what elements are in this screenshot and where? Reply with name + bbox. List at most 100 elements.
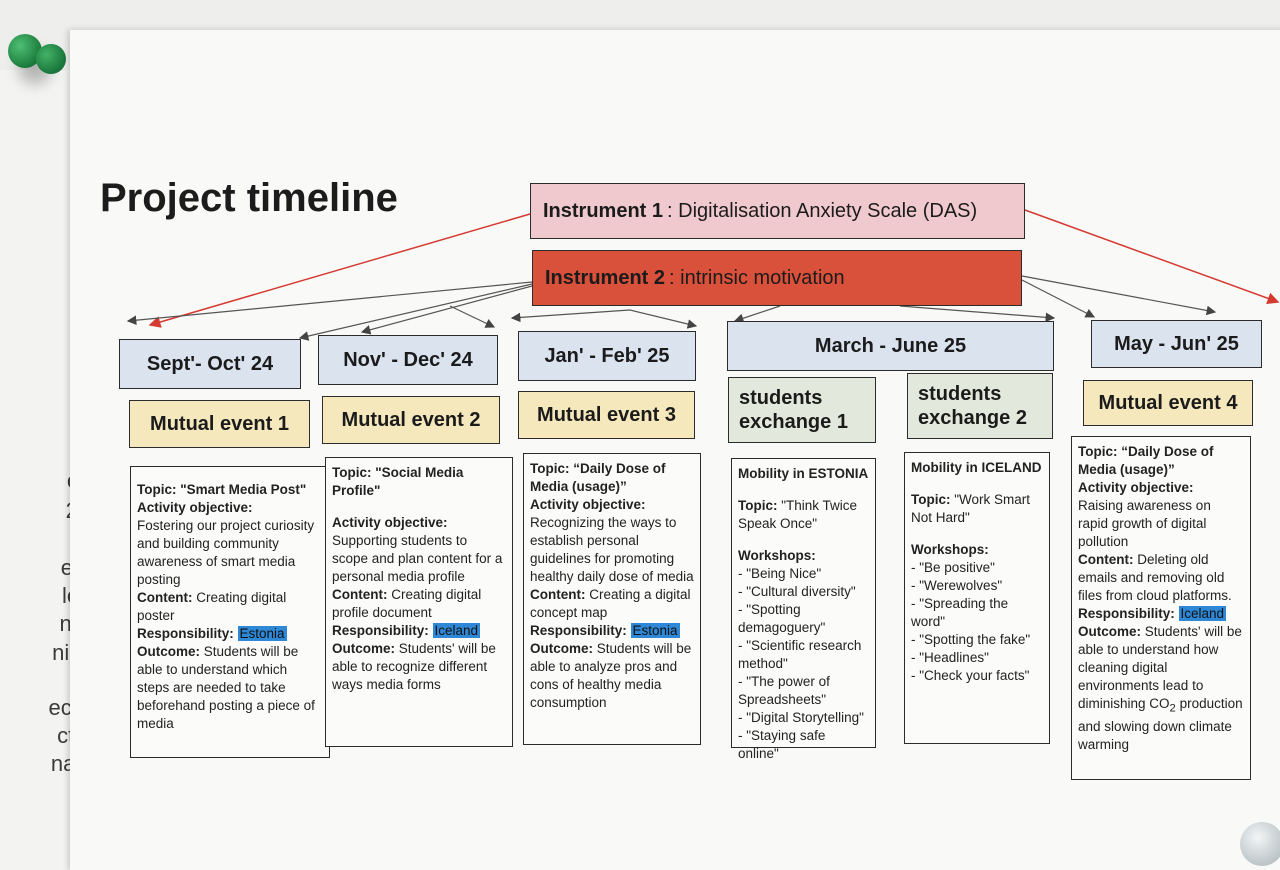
responsibility-label: Responsibility: <box>332 623 433 638</box>
objective-label: Activity objective: <box>1078 480 1194 495</box>
outcome-label: Outcome: <box>332 641 399 656</box>
instrument-label: Instrument 2 <box>545 266 666 289</box>
event-1-details-card: Topic: "Smart Media Post" Activity objec… <box>130 466 330 758</box>
content-text: Creating digital profile document <box>332 587 482 620</box>
workshop-item: - "The power of Spreadsheets" <box>738 674 830 707</box>
outcome-label: Outcome: <box>137 644 204 659</box>
workshop-item: - "Digital Storytelling" <box>738 710 864 725</box>
objective-text: Fostering our project curiosity and buil… <box>137 518 315 587</box>
workshop-item: - "Headlines" <box>911 650 989 665</box>
instrument-2-box: Instrument 2: intrinsic motivation <box>532 250 1022 306</box>
event-4-details-card: Topic: “Daily Dose of Media (usage)” Act… <box>1071 436 1251 780</box>
students-exchange-1: students exchange 1 <box>728 377 876 443</box>
instrument-description: : intrinsic motivation <box>669 266 845 289</box>
topic-text: "Think Twice Speak Once" <box>738 498 858 531</box>
content-text: Creating a digital concept map <box>530 587 691 620</box>
topic-label: Topic: <box>137 482 181 497</box>
workshops-label: Workshops: <box>738 548 816 563</box>
objective-text: Recognizing the ways to establish person… <box>530 515 694 584</box>
instrument1-arrow-right <box>1024 209 1280 305</box>
content-label: Content: <box>332 587 392 602</box>
workshop-item: - "Being Nice" <box>738 566 822 581</box>
instrument2-arrow <box>449 305 496 328</box>
topic-text: “Daily Dose of Media (usage)” <box>1078 444 1214 477</box>
workshop-item: - "Spotting demagoguery" <box>738 602 826 635</box>
outcome-text: Students will be able to analyze pros an… <box>530 641 692 710</box>
workshop-item: - "Spreading the word" <box>911 596 1009 629</box>
exchange-1-details-card: Mobility in ESTONIA Topic: "Think Twice … <box>731 458 876 761</box>
mutual-event-3: Mutual event 3 <box>518 391 695 439</box>
content-label: Content: <box>1078 552 1138 567</box>
mobility-title: Mobility in ICELAND <box>911 460 1042 475</box>
responsibility-country: Iceland <box>1178 606 1227 621</box>
workshops-label: Workshops: <box>911 542 989 557</box>
outcome-subscript: 2 <box>1169 702 1176 715</box>
period-may-jun: May - Jun' 25 <box>1091 320 1262 368</box>
topic-label: Topic: <box>530 461 574 476</box>
workshop-item: - "Werewolves" <box>911 578 1003 593</box>
responsibility-label: Responsibility: <box>530 623 631 638</box>
responsibility-country: Estonia <box>237 626 287 641</box>
workshop-item: - "Spotting the fake" <box>911 632 1031 647</box>
outcome-text: Students' will be able to recognize diff… <box>332 641 496 692</box>
topic-label: Topic: <box>738 498 782 513</box>
workshop-item: - "Check your facts" <box>911 668 1030 683</box>
topic-label: Topic: <box>911 492 955 507</box>
instrument-label: Instrument 1 <box>543 199 664 222</box>
period-march-june: March - June 25 <box>727 321 1054 371</box>
responsibility-country: Iceland <box>432 623 481 638</box>
mobility-title: Mobility in ESTONIA <box>738 466 869 481</box>
content-text: Deleting old emails and removing old fil… <box>1078 552 1232 603</box>
instrument2-arrow <box>1021 279 1096 318</box>
outcome-text: Students' will be able to understand how… <box>1078 624 1242 711</box>
objective-label: Activity objective: <box>137 500 253 515</box>
instrument2-arrow <box>733 305 781 323</box>
topic-text: "Social Media Profile" <box>332 465 464 498</box>
workshop-item: - "Cultural diversity" <box>738 584 856 599</box>
workshop-item: - "Be positive" <box>911 560 995 575</box>
topic-text: "Smart Media Post" <box>180 482 307 497</box>
instrument2-arrow <box>629 309 698 329</box>
topic-text: “Daily Dose of Media (usage)” <box>530 461 666 494</box>
instrument2-arrow <box>1021 275 1217 316</box>
instrument-description: : Digitalisation Anxiety Scale (DAS) <box>667 199 978 222</box>
instrument-1-box: Instrument 1: Digitalisation Anxiety Sca… <box>530 183 1025 239</box>
instrument2-arrow <box>510 309 631 323</box>
content-text: Creating digital poster <box>137 590 287 623</box>
event-3-details-card: Topic: “Daily Dose of Media (usage)” Act… <box>523 453 701 745</box>
outcome-text: Students will be able to understand whic… <box>137 644 315 731</box>
instrument1-arrow-left <box>148 213 531 328</box>
content-label: Content: <box>530 587 590 602</box>
content-label: Content: <box>137 590 197 605</box>
mutual-event-2: Mutual event 2 <box>322 396 500 444</box>
responsibility-country: Estonia <box>630 623 680 638</box>
topic-label: Topic: <box>1078 444 1122 459</box>
outcome-label: Outcome: <box>530 641 597 656</box>
objective-label: Activity objective: <box>530 497 646 512</box>
outcome-text-tail: production and slowing down climate warm… <box>1078 696 1243 752</box>
instrument2-arrow <box>298 283 533 341</box>
objective-text: Supporting students to scope and plan co… <box>332 533 503 584</box>
topic-text: "Work Smart Not Hard" <box>911 492 1031 525</box>
poster-title: Project timeline <box>100 176 398 220</box>
mutual-event-1: Mutual event 1 <box>129 400 310 448</box>
workshop-item: - "Scientific research method" <box>738 638 862 671</box>
period-jan-feb: Jan' - Feb' 25 <box>518 331 696 381</box>
period-nov-dec: Nov' - Dec' 24 <box>318 335 498 385</box>
objective-label: Activity objective: <box>332 515 448 530</box>
workshop-item: - "Staying safe online" <box>738 728 826 761</box>
responsibility-label: Responsibility: <box>1078 606 1179 621</box>
topic-label: Topic: <box>332 465 376 480</box>
event-2-details-card: Topic: "Social Media Profile" Activity o… <box>325 457 513 747</box>
outcome-label: Outcome: <box>1078 624 1145 639</box>
students-exchange-2: students exchange 2 <box>907 373 1053 439</box>
green-push-pin-head-icon <box>36 44 66 74</box>
exchange-2-details-card: Mobility in ICELAND Topic: "Work Smart N… <box>904 452 1050 744</box>
instrument2-arrow <box>126 281 533 325</box>
period-sept-oct: Sept'- Oct' 24 <box>119 339 301 389</box>
mutual-event-4: Mutual event 4 <box>1083 380 1253 426</box>
instrument2-arrow <box>899 305 1056 323</box>
responsibility-label: Responsibility: <box>137 626 238 641</box>
objective-text: Raising awareness on rapid growth of dig… <box>1078 498 1211 549</box>
